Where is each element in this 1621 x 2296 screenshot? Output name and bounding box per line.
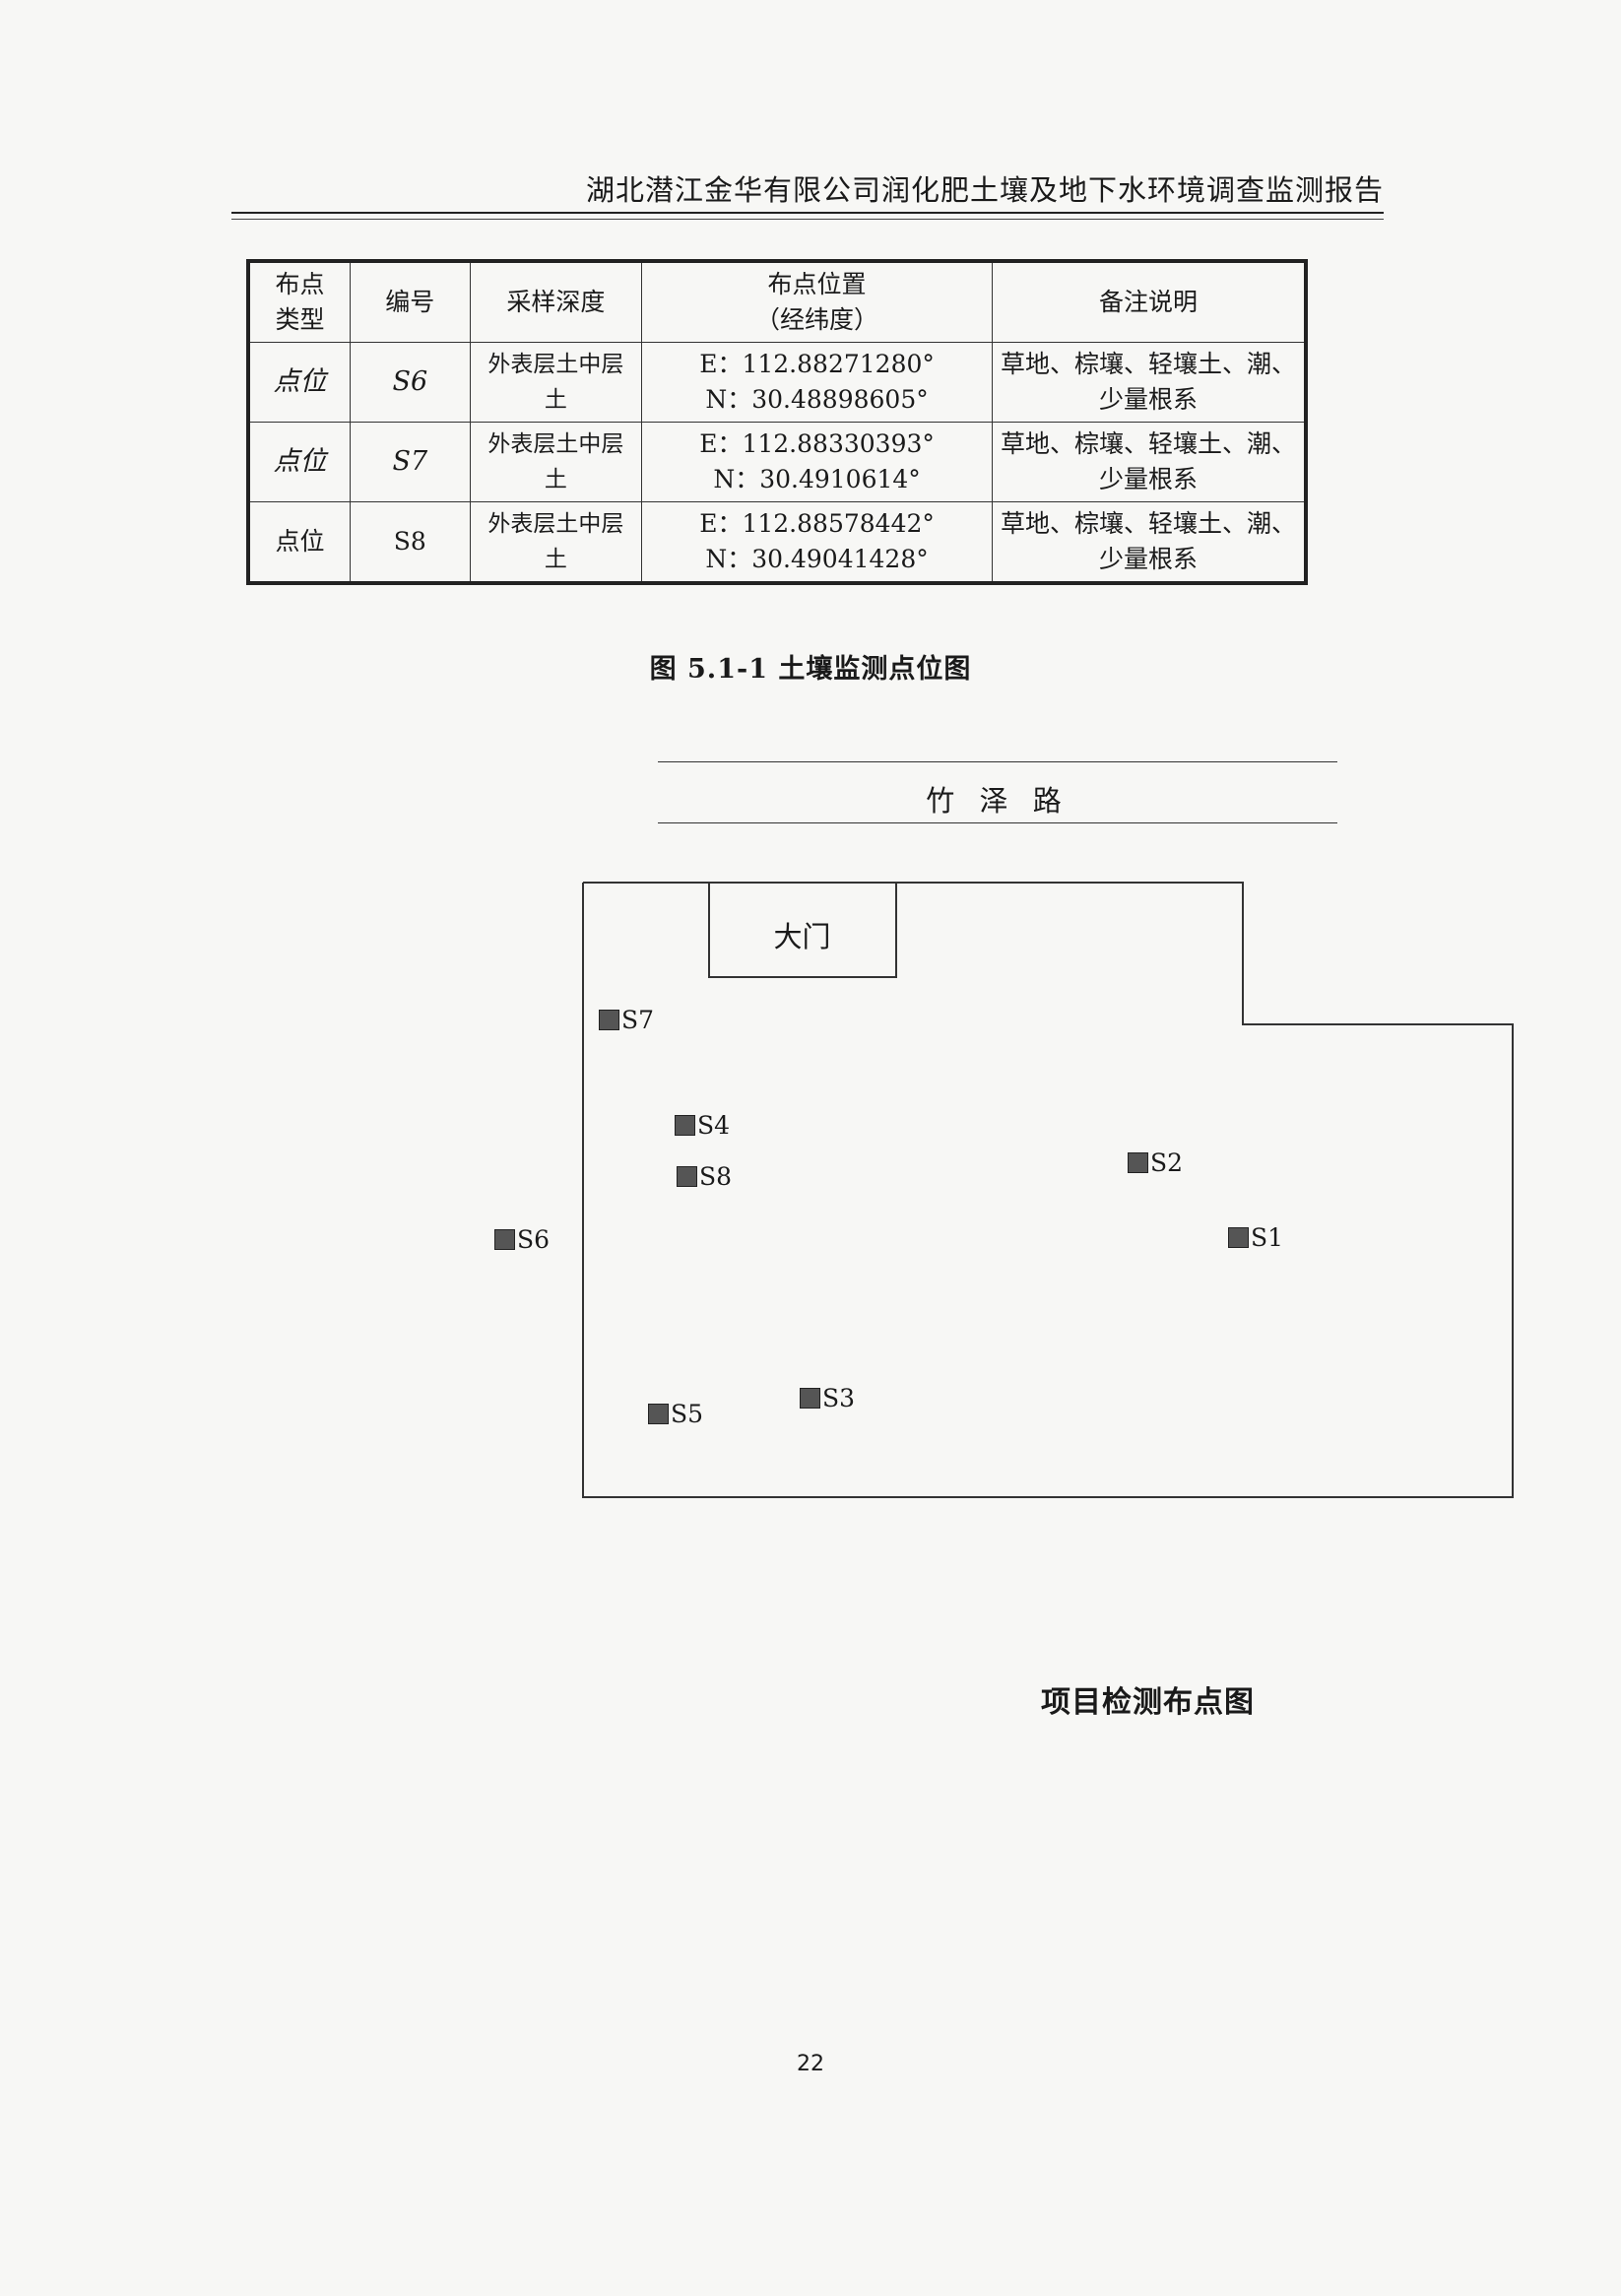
cell-depth: 外表层土中层 土: [469, 501, 643, 584]
point-label: S1: [1251, 1222, 1284, 1252]
cell-id: S8: [350, 501, 471, 584]
column-header-id: 编号: [350, 260, 471, 343]
point-square-icon: [599, 1009, 619, 1030]
point-label: S5: [671, 1399, 704, 1428]
site-boundary: [582, 882, 1514, 1498]
page-number: 22: [797, 2052, 824, 2076]
map-caption: 项目检测布点图: [1041, 1685, 1255, 1720]
sampling-point-marker: S8: [677, 1161, 733, 1191]
cell-id: S7: [350, 422, 471, 502]
road-edge-top: [658, 761, 1337, 762]
cell-id: S6: [350, 342, 471, 423]
header-rule-thin: [231, 219, 1384, 220]
cell-position: E：112.88330393° N：30.4910614°: [641, 422, 994, 502]
point-label: S4: [697, 1110, 731, 1140]
cell-position: E：112.88271280° N：30.48898605°: [641, 342, 994, 423]
report-header-title: 湖北潜江金华有限公司润化肥土壤及地下水环境调查监测报告: [585, 173, 1384, 207]
column-header-type: 布点 类型: [247, 260, 352, 343]
point-square-icon: [648, 1403, 669, 1424]
point-square-icon: [677, 1165, 697, 1187]
sampling-point-table: 布点 类型 编号 采样深度 布点位置 （经纬度） 备注说明 点位 S6 外表层土…: [246, 259, 1308, 585]
gate-label: 大门: [773, 920, 831, 953]
sampling-point-marker: S2: [1128, 1148, 1184, 1177]
column-header-depth: 采样深度: [469, 260, 643, 343]
sampling-point-marker: S6: [494, 1224, 551, 1254]
point-square-icon: [1128, 1151, 1148, 1173]
sampling-point-marker: S4: [675, 1110, 731, 1140]
cell-type: 点位: [247, 342, 352, 423]
cell-type: 点位: [247, 422, 352, 502]
point-square-icon: [494, 1228, 515, 1250]
figure-caption: 图 5.1-1 土壤监测点位图: [649, 654, 972, 685]
point-label: S8: [699, 1161, 733, 1191]
table-row: 点位 S6 外表层土中层 土 E：112.88271280° N：30.4889…: [247, 342, 1307, 423]
point-label: S2: [1150, 1148, 1184, 1177]
sampling-point-marker: S3: [800, 1383, 856, 1412]
road-label: 竹 泽 路: [926, 784, 1070, 818]
header-rule: [231, 212, 1384, 214]
sampling-point-marker: S5: [648, 1399, 704, 1428]
point-square-icon: [1228, 1226, 1249, 1248]
table-row: 点位 S8 外表层土中层 土 E：112.88578442° N：30.4904…: [247, 501, 1307, 584]
point-label: S6: [517, 1224, 551, 1254]
column-header-note: 备注说明: [992, 260, 1307, 343]
point-square-icon: [800, 1387, 820, 1409]
point-square-icon: [675, 1114, 695, 1136]
cell-position: E：112.88578442° N：30.49041428°: [641, 501, 994, 584]
cell-depth: 外表层土中层 土: [469, 422, 643, 502]
table-header-row: 布点 类型 编号 采样深度 布点位置 （经纬度） 备注说明: [247, 260, 1307, 343]
sampling-point-marker: S1: [1228, 1222, 1284, 1252]
sampling-point-marker: S7: [599, 1005, 655, 1034]
point-label: S3: [822, 1383, 856, 1412]
table-row: 点位 S7 外表层土中层 土 E：112.88330393° N：30.4910…: [247, 422, 1307, 502]
cell-note: 草地、棕壤、轻壤土、潮、 少量根系: [992, 342, 1307, 423]
point-label: S7: [621, 1005, 655, 1034]
gate-outline: [708, 883, 897, 978]
column-header-position: 布点位置 （经纬度）: [641, 260, 994, 343]
cell-depth: 外表层土中层 土: [469, 342, 643, 423]
cell-note: 草地、棕壤、轻壤土、潮、 少量根系: [992, 422, 1307, 502]
cell-note: 草地、棕壤、轻壤土、潮、 少量根系: [992, 501, 1307, 584]
cell-type: 点位: [247, 501, 352, 584]
road-edge-bottom: [658, 822, 1337, 823]
